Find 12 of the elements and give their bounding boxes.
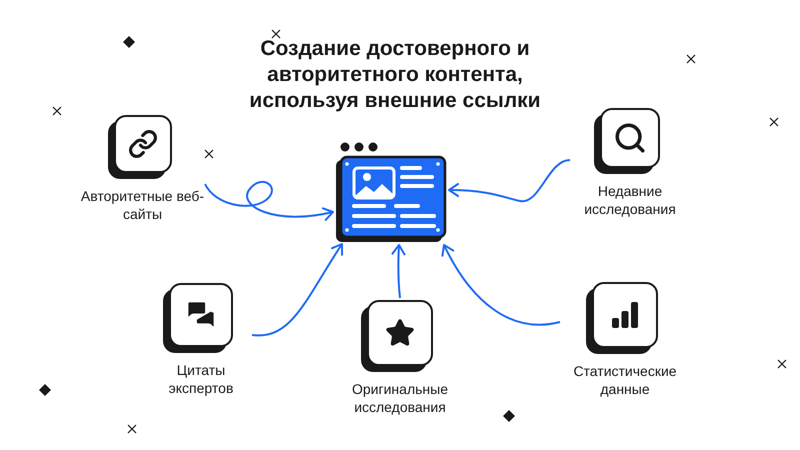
node-label: Недавние исследования: [583, 182, 677, 218]
curved-arrow: [252, 243, 344, 336]
node-label: Статистические данные: [572, 362, 678, 398]
node-label: Оригинальные исследования: [351, 380, 449, 416]
node-label: Авторитетные веб-сайты: [80, 187, 205, 223]
curved-arrow: [442, 244, 560, 326]
title: Создание достоверного и авторитетного контента, используя внешние ссылки: [248, 36, 542, 114]
curved-arrow: [392, 244, 406, 298]
curved-arrow: [204, 181, 334, 221]
node-label: Цитаты экспертов: [168, 361, 234, 397]
webpage-drawing: [334, 140, 449, 244]
curved-arrow: [448, 159, 570, 202]
